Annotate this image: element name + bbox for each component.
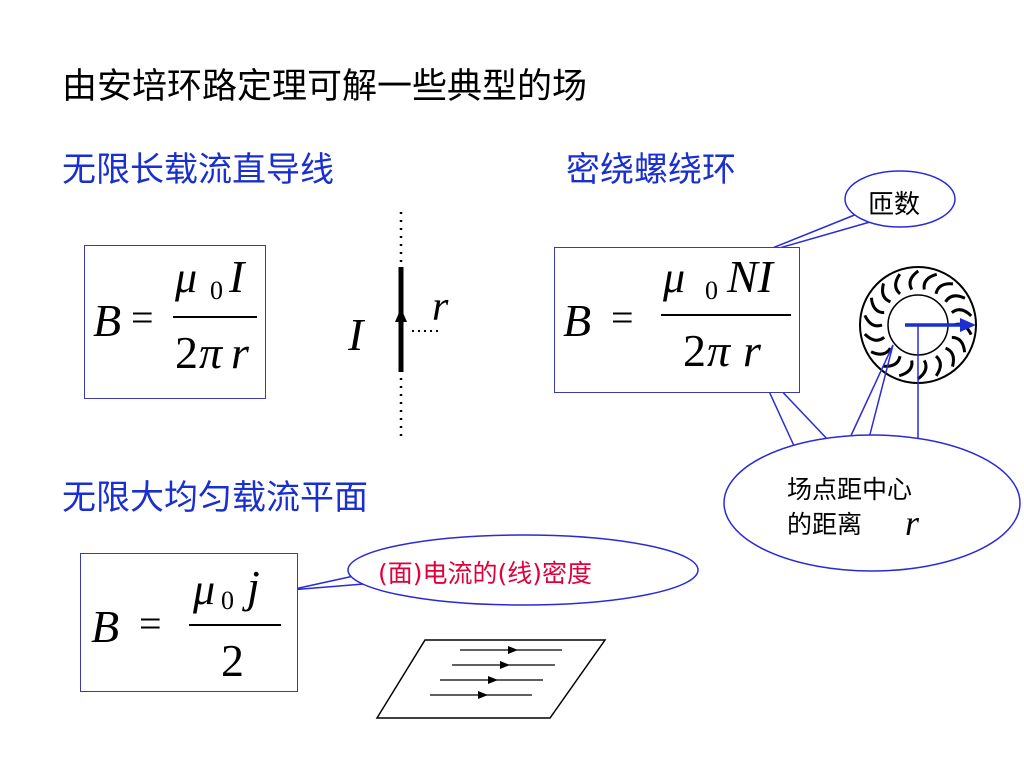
current-plane-diagram — [375, 639, 607, 719]
formula-wire-equals: = — [131, 295, 154, 340]
heading-current-plane: 无限大均匀载流平面 — [62, 478, 368, 518]
heading-straight-wire: 无限长载流直导线 — [62, 150, 334, 190]
current-arrow-icon — [395, 308, 407, 322]
formula-toroid-den-num: 2 — [683, 325, 706, 376]
formula-plane-equals: = — [139, 601, 162, 646]
formula-plane-fraction-bar — [189, 624, 281, 626]
coil-winding — [944, 346, 955, 367]
distance-bubble — [723, 434, 1021, 572]
coil-winding — [922, 272, 938, 290]
straight-wire-diagram — [395, 212, 438, 438]
formula-plane-mu: μ — [193, 565, 216, 614]
formula-toroid-fraction-bar — [661, 314, 791, 316]
toroid-coil-windings — [863, 269, 973, 381]
coil-winding — [894, 273, 902, 295]
coil-winding — [950, 308, 973, 318]
formula-wire-lhs: B — [93, 295, 122, 346]
distance-callout-line2: 的距离 — [787, 510, 863, 539]
formula-box-toroid: B = μ 0 NI 2 π r — [554, 247, 800, 393]
formula-toroid-lhs: B — [563, 295, 592, 346]
coil-winding — [882, 355, 902, 368]
formula-toroid-num-var: NI — [727, 251, 773, 302]
plane-current-arrows — [478, 646, 518, 699]
page-title: 由安培环路定理可解一些典型的场 — [62, 67, 588, 107]
formula-wire-fraction-bar — [173, 316, 257, 318]
formula-wire-den-var: r — [231, 327, 249, 378]
formula-toroid-equals: = — [611, 295, 634, 340]
heading-toroid: 密绕螺绕环 — [566, 150, 736, 190]
distance-callout-var: r — [905, 503, 920, 543]
coil-winding — [916, 359, 928, 381]
current-density-bubble — [347, 534, 699, 606]
coil-winding — [908, 269, 920, 291]
formula-wire-den-num: 2 — [175, 327, 198, 378]
coil-winding — [863, 314, 883, 328]
formula-wire-mu: μ — [175, 253, 198, 302]
formula-toroid-mu: μ — [663, 253, 686, 302]
formula-box-wire: B = μ 0 I 2 π r — [84, 245, 266, 399]
formula-wire-num-var: I — [229, 251, 245, 302]
turns-callout-text: 匝数 — [868, 190, 921, 220]
coil-winding — [881, 283, 892, 304]
coil-winding — [951, 335, 967, 353]
coil-winding — [934, 282, 954, 295]
coil-winding — [898, 360, 914, 378]
coil-winding — [944, 294, 966, 303]
coil-winding — [934, 355, 942, 377]
radius-arrow-icon — [960, 318, 976, 332]
formula-toroid-den-var: r — [743, 325, 761, 376]
wire-current-label: I — [348, 309, 364, 360]
formula-wire-sub: 0 — [210, 276, 223, 305]
callout-current-density — [289, 534, 699, 606]
wire-distance-label: r — [432, 284, 449, 330]
formula-plane-lhs: B — [91, 601, 120, 652]
callout-turns — [754, 170, 956, 256]
formula-toroid-den-pi: π — [707, 325, 731, 376]
coil-winding — [863, 332, 886, 342]
formula-plane-den: 2 — [221, 635, 244, 686]
turns-bubble — [844, 170, 956, 228]
formula-box-plane: B = μ 0 j 2 — [80, 553, 298, 692]
formula-plane-num-var: j — [247, 561, 260, 612]
formula-toroid-sub: 0 — [705, 276, 718, 305]
coil-winding — [869, 297, 885, 315]
current-density-callout-text: (面)电流的(线)密度 — [378, 559, 593, 588]
formula-wire-den-pi: π — [199, 327, 223, 378]
toroid-diagram — [859, 266, 977, 384]
formula-plane-sub: 0 — [221, 586, 234, 615]
distance-callout-line1: 场点距中心 — [787, 475, 913, 504]
callout-distance — [723, 326, 1021, 572]
coil-winding — [870, 347, 892, 356]
